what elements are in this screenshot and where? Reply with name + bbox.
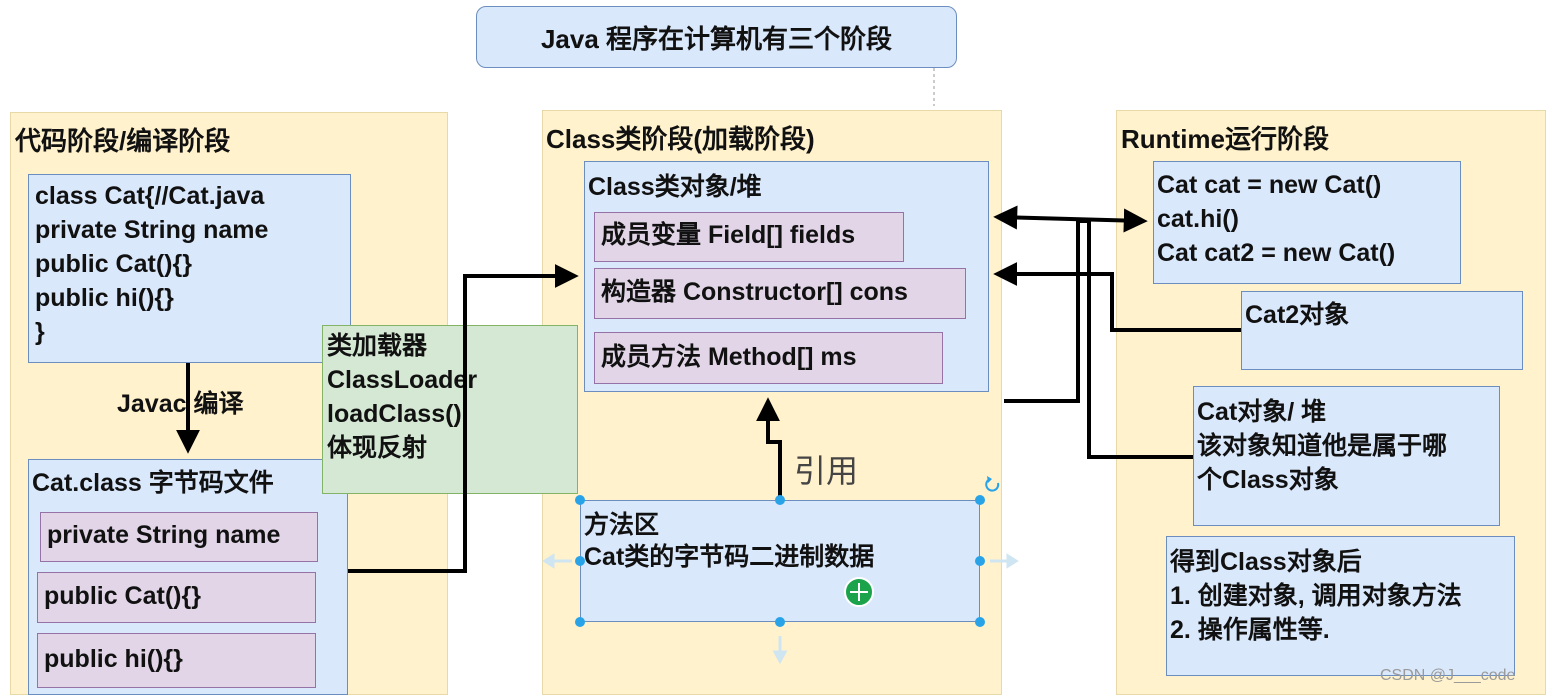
move-hint-down-icon: [772, 636, 788, 665]
reference-arrow: [756, 397, 782, 500]
source-line: public hi(){}: [35, 284, 174, 312]
selection-handle[interactable]: [575, 556, 585, 566]
loader-line: ClassLoader: [327, 366, 478, 394]
method-area-line: 方法区: [584, 511, 660, 539]
selection-handle[interactable]: [975, 617, 985, 627]
source-code-box: class Cat{//Cat.java private String name…: [28, 174, 351, 363]
after-class-line: 1. 创建对象, 调用对象方法: [1170, 582, 1462, 610]
selection-handle[interactable]: [775, 617, 785, 627]
source-line: private String name: [35, 216, 269, 244]
move-hint-left-icon: [542, 553, 572, 569]
cat2-object-box: Cat2对象: [1241, 291, 1523, 370]
after-class-line: 2. 操作属性等.: [1170, 616, 1330, 644]
loader-line: 体现反射: [327, 434, 428, 462]
bytecode-member-field: private String name: [40, 512, 318, 562]
constructor-member: 构造器 Constructor[] cons: [594, 268, 966, 319]
bytecode-member-method: public hi(){}: [37, 633, 316, 688]
runtime-phase-title: Runtime运行阶段: [1121, 124, 1330, 154]
runtime-code-line: Cat cat = new Cat(): [1157, 171, 1382, 199]
method-area-line: Cat类的字节码二进制数据: [584, 543, 875, 571]
compile-label: Javac 编译: [117, 390, 244, 418]
selection-handle[interactable]: [775, 495, 785, 505]
selection-handle[interactable]: [575, 495, 585, 505]
cat-object-line: 该对象知道他是属于哪: [1197, 432, 1448, 460]
runtime-code-line: Cat cat2 = new Cat(): [1157, 239, 1396, 267]
cat-object-link: [1078, 219, 1193, 459]
code-phase-title: 代码阶段/编译阶段: [15, 126, 231, 156]
runtime-code-box: Cat cat = new Cat() cat.hi() Cat cat2 = …: [1153, 161, 1461, 284]
selection-handle[interactable]: [975, 495, 985, 505]
class-runtime-double-arrow: [993, 205, 1148, 233]
selection-handle[interactable]: [575, 617, 585, 627]
after-class-box: 得到Class对象后 1. 创建对象, 调用对象方法 2. 操作属性等.: [1166, 536, 1515, 676]
source-line: class Cat{//Cat.java: [35, 182, 265, 210]
source-line: public Cat(){}: [35, 250, 192, 278]
runtime-code-line: cat.hi(): [1157, 205, 1239, 233]
load-arrow: [348, 264, 579, 573]
cat-object-box: Cat对象/ 堆 该对象知道他是属于哪 个Class对象: [1193, 386, 1500, 526]
bytecode-member-constructor: public Cat(){}: [37, 572, 316, 623]
cat-object-line: 个Class对象: [1197, 466, 1339, 494]
watermark: CSDN @J___code: [1380, 667, 1516, 684]
after-class-line: 得到Class对象后: [1170, 548, 1362, 576]
rotate-icon-head: [987, 476, 992, 483]
method-member: 成员方法 Method[] ms: [594, 332, 943, 384]
diagram-title: Java 程序在计算机有三个阶段: [476, 6, 957, 68]
cat2-label: Cat2对象: [1245, 301, 1350, 329]
move-hint-right-icon: [990, 553, 1019, 569]
class-loader-box: 类加载器 ClassLoader loadClass() 体现反射: [322, 325, 578, 494]
loader-line: loadClass(): [327, 400, 462, 428]
rotate-icon[interactable]: [985, 478, 1000, 492]
selection-handle[interactable]: [975, 556, 985, 566]
reference-label: 引用: [794, 453, 859, 489]
class-object-title: Class类对象/堆: [588, 173, 762, 201]
class-object-link: [1004, 221, 1080, 403]
move-cursor-cross: [850, 583, 868, 601]
bytecode-title: Cat.class 字节码文件: [32, 469, 274, 497]
source-line: }: [35, 318, 45, 346]
method-area-box[interactable]: 方法区 Cat类的字节码二进制数据: [580, 500, 980, 622]
cat-object-line: Cat对象/ 堆: [1197, 398, 1327, 426]
field-member: 成员变量 Field[] fields: [594, 212, 904, 262]
cat2-link: [993, 262, 1241, 332]
loader-line: 类加载器: [327, 332, 428, 360]
class-phase-title: Class类阶段(加载阶段): [546, 124, 815, 154]
